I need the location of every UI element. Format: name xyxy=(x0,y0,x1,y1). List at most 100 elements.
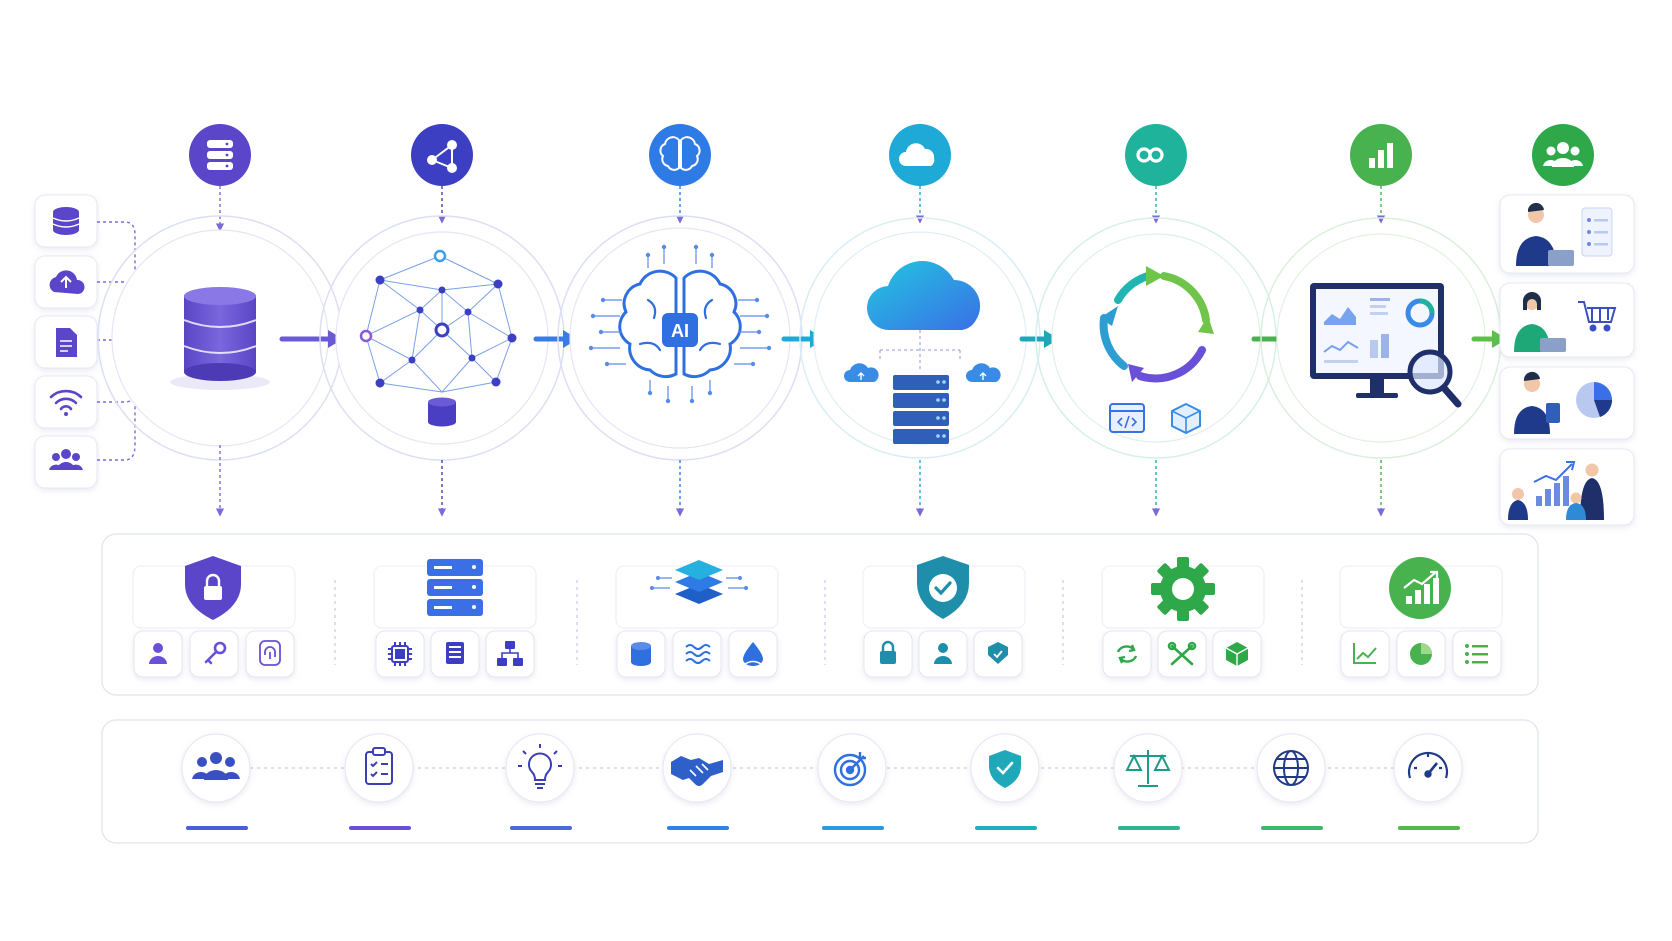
source-cloud-upload[interactable] xyxy=(34,255,98,309)
ai-chip-label: AI xyxy=(671,321,689,341)
capabilities-panel-frame xyxy=(101,533,1539,696)
sub-pie-chart-button[interactable] xyxy=(1396,630,1446,678)
clipboard-icon xyxy=(365,747,393,785)
source-document[interactable] xyxy=(34,315,98,369)
stage-cycle-badge[interactable] xyxy=(1125,124,1187,186)
stage-cloud-badge[interactable] xyxy=(889,124,951,186)
globe-icon xyxy=(1273,750,1309,786)
ai-circuit-lines xyxy=(592,248,768,400)
cloud-icon xyxy=(899,143,935,166)
outcome-card-1[interactable] xyxy=(1499,194,1635,274)
users-icon xyxy=(1543,142,1583,167)
sub-droplet-button[interactable] xyxy=(728,630,778,678)
outcome-card-4[interactable] xyxy=(1499,448,1635,526)
person-shopping-cart-illustration xyxy=(1514,291,1617,352)
sub-badge-button[interactable] xyxy=(973,630,1023,678)
server-small-icon xyxy=(446,642,464,664)
stage-data xyxy=(97,124,343,517)
ai-chip: AI xyxy=(662,313,698,347)
value-team-bar xyxy=(186,826,248,830)
ai-circuit-nodes xyxy=(588,244,772,404)
stage-users xyxy=(1499,124,1635,526)
infinity-icon xyxy=(1136,147,1164,163)
database-icon xyxy=(52,207,80,235)
stage-cloud xyxy=(799,124,1041,517)
stage-cycle-inner-ring xyxy=(1051,233,1261,443)
source-users[interactable] xyxy=(34,435,98,489)
sub-server-button[interactable] xyxy=(430,630,480,678)
stage-analytics-badge[interactable] xyxy=(1350,124,1412,186)
stage-network-badge[interactable] xyxy=(411,124,473,186)
droplet-icon xyxy=(743,642,763,666)
values-panel-frame xyxy=(101,719,1539,844)
sub-hierarchy-button[interactable] xyxy=(485,630,535,678)
sub-waves-button[interactable] xyxy=(672,630,722,678)
line-chart-icon xyxy=(1353,643,1377,664)
bar-chart-icon xyxy=(1369,143,1393,168)
magnifier-icon xyxy=(1407,349,1462,408)
source-database[interactable] xyxy=(34,194,98,248)
pie-chart-icon xyxy=(1410,643,1432,665)
sub-user-button-2[interactable] xyxy=(918,630,968,678)
source-wifi[interactable] xyxy=(34,375,98,429)
value-shield[interactable] xyxy=(970,733,1040,830)
layers-icon xyxy=(650,560,748,604)
refresh-icon xyxy=(1116,644,1138,664)
value-clipboard[interactable] xyxy=(344,733,414,830)
cube-icon xyxy=(1171,402,1201,435)
stage-users-badge[interactable] xyxy=(1532,124,1594,186)
value-globe[interactable] xyxy=(1256,733,1326,830)
sub-refresh-button[interactable] xyxy=(1102,630,1152,678)
database-small-icon xyxy=(631,642,651,666)
sub-chip-button[interactable] xyxy=(375,630,425,678)
team-growth-chart-illustration xyxy=(1508,461,1604,520)
sub-list-button[interactable] xyxy=(1452,630,1502,678)
value-target-bar xyxy=(822,826,884,830)
scales-icon xyxy=(1125,750,1171,787)
brain-icon xyxy=(659,136,701,171)
sub-tools-button[interactable] xyxy=(1157,630,1207,678)
source-tiles xyxy=(34,194,167,489)
capability-insights xyxy=(1339,557,1503,678)
cloud-connector-lines xyxy=(879,330,961,372)
outcome-card-2[interactable] xyxy=(1499,282,1635,358)
ai-brain-illustration xyxy=(618,269,742,379)
sub-line-chart-button[interactable] xyxy=(1340,630,1390,678)
fingerprint-icon xyxy=(259,640,281,666)
network-nodes xyxy=(359,249,517,388)
outcome-card-3[interactable] xyxy=(1499,366,1635,440)
capability-data-layers xyxy=(615,560,779,678)
users-icon xyxy=(49,449,83,470)
value-target[interactable] xyxy=(817,733,887,830)
waves-icon xyxy=(685,644,711,664)
value-team[interactable] xyxy=(181,733,251,830)
server-icon xyxy=(427,559,483,616)
sub-database-button[interactable] xyxy=(616,630,666,678)
stage-data-badge[interactable] xyxy=(189,124,251,186)
cube-icon xyxy=(1225,642,1249,666)
gear-icon xyxy=(1151,557,1215,621)
list-icon xyxy=(1465,644,1488,664)
sub-cube-button[interactable] xyxy=(1212,630,1262,678)
user-icon xyxy=(934,643,952,664)
sub-lock-button[interactable] xyxy=(863,630,913,678)
shield-check-icon xyxy=(989,750,1021,788)
value-handshake[interactable] xyxy=(662,733,732,830)
value-globe-bar xyxy=(1261,826,1323,830)
database-icon xyxy=(207,140,233,170)
chip-icon xyxy=(388,642,412,666)
value-gauge-bar xyxy=(1398,826,1460,830)
database-cylinder-illustration xyxy=(170,287,270,390)
sub-user-button[interactable] xyxy=(133,630,183,678)
value-gauge[interactable] xyxy=(1393,733,1463,830)
shield-lock-icon xyxy=(185,556,241,620)
stage-ai-badge[interactable] xyxy=(649,124,711,186)
badge-icon xyxy=(988,642,1008,664)
sub-fingerprint-button[interactable] xyxy=(245,630,295,678)
small-cloud-left-icon xyxy=(844,363,879,382)
value-lightbulb[interactable] xyxy=(505,733,575,830)
value-scales[interactable] xyxy=(1113,733,1183,830)
sub-key-button[interactable] xyxy=(189,630,239,678)
code-window-icon xyxy=(1109,403,1145,433)
